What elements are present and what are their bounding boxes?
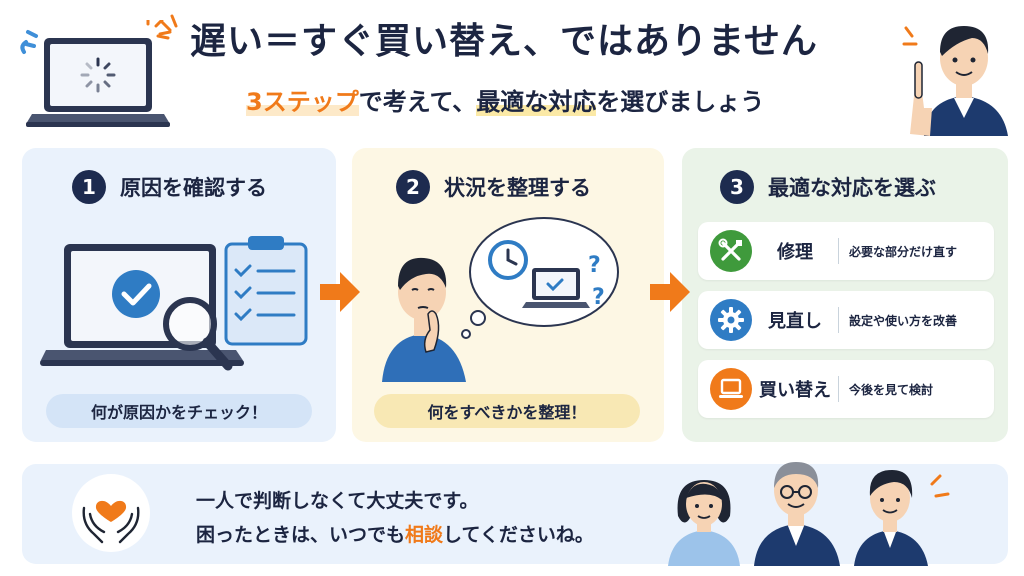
- option-divider: [838, 376, 839, 402]
- subtitle-text: で考えて、: [358, 88, 477, 116]
- subtitle-highlight-best: 最適な対応: [476, 88, 597, 116]
- option-replace-desc: 今後を見て検討: [849, 382, 934, 397]
- option-replace-label: 買い替え: [759, 380, 831, 401]
- laptop-icon: [710, 368, 752, 410]
- tools-icon-glyph: [718, 238, 742, 261]
- man-pointing-illustration: [910, 26, 1008, 136]
- arrow-right-icon: [320, 272, 360, 312]
- option-divider: [838, 307, 839, 333]
- reassurance-line-2: 困ったときは、いつでも相談してくださいね。: [196, 520, 594, 547]
- accent-marks-icon: [156, 14, 178, 40]
- reassurance-text-end: してくださいね。: [443, 524, 594, 546]
- option-repair: 修理 必要な部分だけ直す: [698, 222, 994, 280]
- support-staff-illustration: [668, 462, 950, 566]
- option-review-desc: 設定や使い方を改善: [849, 313, 958, 328]
- svg-text:?: ?: [588, 253, 601, 278]
- gear-icon: [710, 299, 752, 341]
- consult-highlight: 相談: [405, 524, 444, 546]
- svg-text:?: ?: [592, 285, 605, 310]
- step-1-number: 1: [72, 170, 106, 204]
- consultation-banner: [22, 464, 1008, 564]
- step-1-title: 原因を確認する: [120, 176, 267, 200]
- step-3-number: 3: [720, 170, 754, 204]
- step-2-caption: 何をすべきかを整理！: [374, 394, 640, 428]
- subtitle-text-end: を選びましょう: [596, 88, 765, 116]
- option-replace: 買い替え 今後を見て検討: [698, 360, 994, 418]
- step-2-title: 状況を整理する: [444, 176, 591, 200]
- page-subtitle: 3ステップで考えて、最適な対応を選びましょう: [246, 82, 764, 117]
- check-laptop-illustration: [40, 236, 308, 371]
- step-3-heading: 3 最適な対応を選ぶ: [720, 170, 936, 204]
- step-1-heading: 1 原因を確認する: [72, 170, 267, 204]
- option-review-label: 見直し: [768, 311, 822, 332]
- step-3-title: 最適な対応を選ぶ: [768, 176, 936, 200]
- option-review: 見直し 設定や使い方を改善: [698, 291, 994, 349]
- accent-marks-right-icon: [902, 26, 918, 46]
- page-title: 遅い＝すぐ買い替え、ではありません: [190, 21, 818, 62]
- step-1-caption: 何が原因かをチェック！: [46, 394, 312, 428]
- heart-hands-icon: [82, 500, 140, 544]
- option-repair-desc: 必要な部分だけ直す: [849, 244, 958, 259]
- option-repair-label: 修理: [777, 242, 813, 263]
- laptop-icon-glyph: [719, 378, 743, 398]
- reassurance-line-1: 一人で判断しなくて大丈夫です。: [196, 490, 479, 512]
- loading-laptop-icon: [20, 20, 172, 127]
- tools-icon: [710, 230, 752, 272]
- subtitle-highlight-steps: 3ステップ: [246, 88, 359, 116]
- reassurance-text: 困ったときは、いつでも: [196, 524, 406, 546]
- step-2-number: 2: [396, 170, 430, 204]
- gear-icon-glyph: [718, 307, 744, 333]
- step-2-heading: 2 状況を整理する: [396, 170, 591, 204]
- thinking-man-illustration: ? ?: [382, 217, 619, 382]
- arrow-right-icon: [650, 272, 690, 312]
- option-divider: [838, 238, 839, 264]
